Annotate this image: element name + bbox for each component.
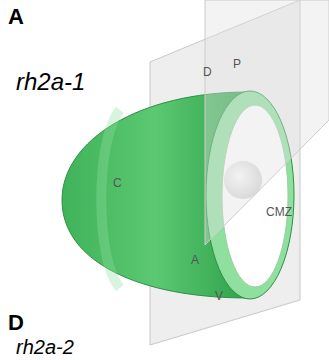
axis-label: C (113, 177, 122, 189)
axis-label: D (203, 66, 212, 78)
gene-name: rh2a-1 (16, 70, 85, 94)
cup-highlight (101, 110, 120, 288)
region-label: CMZ (266, 206, 292, 218)
panel-letter: D (8, 312, 24, 334)
axis-label: V (215, 290, 223, 302)
gene-name: rh2a-2 (16, 337, 74, 357)
panel-letter: A (8, 6, 24, 28)
section-plane (205, 0, 329, 245)
axis-label: P (233, 58, 241, 70)
axis-label: A (191, 254, 199, 266)
